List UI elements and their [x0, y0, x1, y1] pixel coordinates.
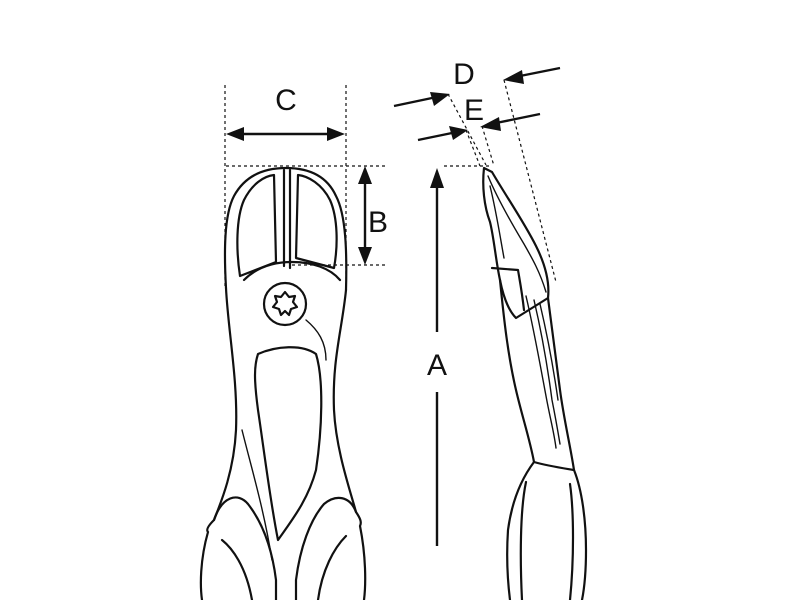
label-d: D: [453, 58, 475, 91]
front-left-handle: [212, 286, 238, 522]
side-view: [444, 79, 588, 600]
side-shank: [498, 278, 576, 472]
dim-e-left-extension: [465, 129, 481, 167]
side-head-outline: [482, 166, 550, 320]
front-joint-curve: [242, 260, 342, 282]
side-shank-line-1: [525, 295, 557, 449]
front-left-grip: [199, 496, 278, 600]
pivot-ring: [262, 281, 308, 327]
side-shank-line-3: [539, 303, 559, 401]
label-c: C: [275, 84, 297, 117]
dim-d-right-extension: [503, 79, 557, 283]
dim-c: [226, 127, 345, 141]
front-right-jaw: [294, 173, 338, 270]
dim-d: [393, 66, 561, 108]
front-right-grip: [294, 496, 367, 600]
dim-a: [430, 168, 444, 546]
dim-e: [417, 112, 541, 142]
front-right-handle: [332, 288, 358, 514]
dim-b: [358, 166, 372, 265]
dim-d-left-extension: [447, 93, 487, 166]
torx-screw-icon: [271, 290, 299, 317]
side-pivot-step: [490, 266, 526, 312]
side-jaw-edge: [487, 175, 547, 293]
label-e: E: [464, 94, 484, 127]
front-head-outline: [223, 166, 348, 292]
front-left-jaw: [236, 173, 278, 278]
dim-e-right-extension: [481, 125, 495, 167]
label-a: A: [427, 349, 447, 382]
front-shank-plate: [253, 346, 323, 542]
side-jaw-inner: [489, 185, 505, 259]
side-grip: [506, 460, 588, 600]
label-b: B: [368, 206, 388, 239]
front-view: [199, 85, 388, 600]
side-shank-line-2: [533, 299, 561, 445]
front-shank-edge: [305, 319, 327, 361]
